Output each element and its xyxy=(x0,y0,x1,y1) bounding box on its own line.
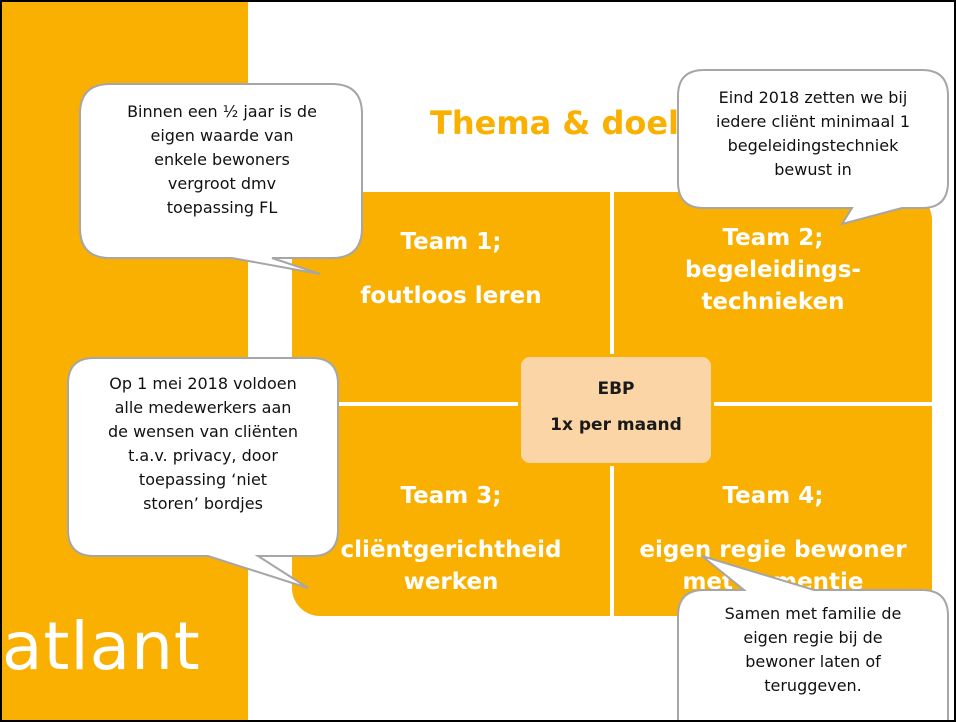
slide-title: Thema & doelen xyxy=(430,104,724,142)
callout-3-text: Op 1 mei 2018 voldoen alle medewerkers a… xyxy=(72,372,334,516)
callout-2-text: Eind 2018 zetten we bij iedere cliënt mi… xyxy=(682,86,944,182)
callout-line: eigen waarde van xyxy=(150,126,294,145)
callout-line: bewust in xyxy=(774,160,852,179)
callout-line: toepassing ‘niet xyxy=(138,470,268,489)
callout-line: Eind 2018 zetten we bij xyxy=(718,88,908,107)
callout-line: t.a.v. privacy, door xyxy=(128,446,278,465)
callout-1-text: Binnen een ½ jaar is de eigen waarde van… xyxy=(88,100,356,220)
ebp-center-box: EBP 1x per maand xyxy=(518,354,714,466)
callout-line: storen’ bordjes xyxy=(143,494,263,513)
team-3-name: Team 3; xyxy=(400,483,502,509)
callout-line: enkele bewoners xyxy=(154,150,290,169)
team-2-subject-line-1: begeleidings- xyxy=(685,257,861,283)
team-3-subject-line-1: cliëntgerichtheid xyxy=(340,537,562,563)
callout-line: bewoner laten of xyxy=(745,652,881,671)
callout-line: toepassing FL xyxy=(166,198,278,217)
team-1-subject: foutloos leren xyxy=(360,283,542,309)
atlant-logo: atlant xyxy=(2,608,201,685)
team-2-subject-line-2: technieken xyxy=(701,289,845,315)
callout-line: vergroot dmv xyxy=(167,174,277,193)
callout-4-text: Samen met familie de eigen regie bij de … xyxy=(682,602,944,698)
callout-line: iedere cliënt minimaal 1 xyxy=(716,112,910,131)
callout-line: teruggeven. xyxy=(764,676,862,695)
team-2-name: Team 2; xyxy=(722,225,824,251)
callout-line: alle medewerkers aan xyxy=(114,398,292,417)
callout-line: Samen met familie de xyxy=(724,604,902,623)
team-3-subject-line-2: werken xyxy=(403,569,499,595)
callout-line: Binnen een ½ jaar is de xyxy=(127,102,317,121)
callout-line: de wensen van cliënten xyxy=(108,422,298,441)
team-4-subject-line-2: met dementie xyxy=(682,569,864,595)
team-1-name: Team 1; xyxy=(400,229,502,255)
callout-line: eigen regie bij de xyxy=(743,628,883,647)
team-4-name: Team 4; xyxy=(722,483,824,509)
callout-line: begeleidingstechniek xyxy=(727,136,899,155)
team-2-cell: Team 2; begeleidings- technieken xyxy=(614,192,932,402)
callout-line: Op 1 mei 2018 voldoen xyxy=(109,374,297,393)
ebp-frequency: 1x per maand xyxy=(550,415,682,435)
team-4-subject-line-1: eigen regie bewoner xyxy=(639,537,907,563)
ebp-label: EBP xyxy=(597,379,635,399)
